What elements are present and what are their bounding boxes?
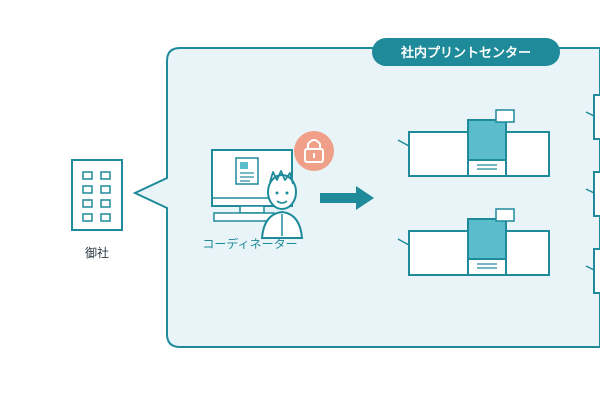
output-tray-icon	[585, 94, 600, 294]
center-title-banner: 社内プリントセンター	[372, 38, 560, 66]
client-label: 御社	[85, 245, 109, 260]
center-title: 社内プリントセンター	[400, 45, 531, 61]
lock-icon	[294, 131, 334, 171]
office-building-icon	[71, 159, 123, 231]
production-printer-2	[397, 208, 550, 276]
right-arrow-icon	[320, 186, 374, 210]
person-icon	[260, 170, 304, 239]
production-printer-1	[397, 109, 550, 177]
coordinator-label: コーディネーター	[202, 236, 297, 251]
